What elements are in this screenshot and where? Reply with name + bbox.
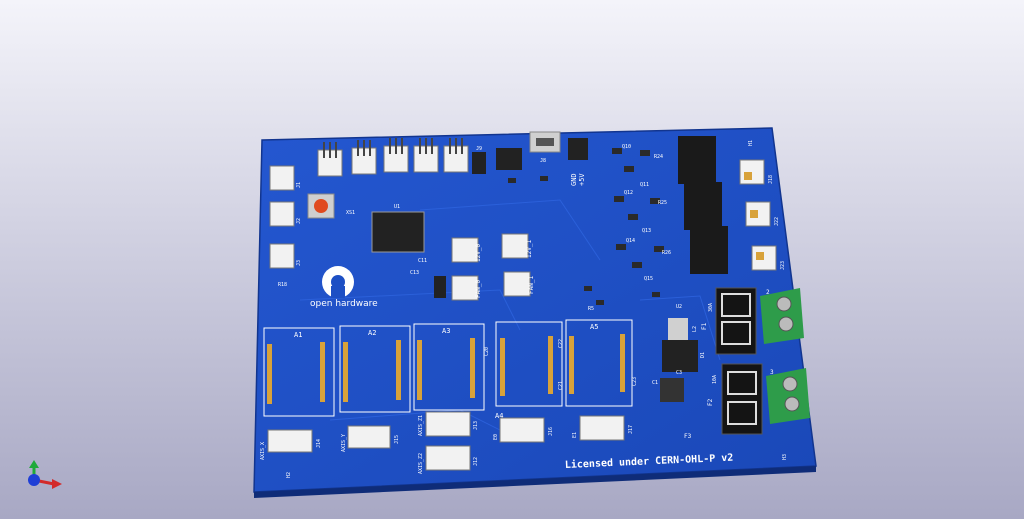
power-label-gnd: GND [570, 173, 578, 186]
misc-label-r5: R5 [588, 306, 594, 312]
fan-label-2: FAN_0 [475, 280, 482, 298]
ic-label-l2: L2 [692, 326, 698, 332]
open-hardware-logo [322, 266, 354, 298]
fuse-label-f3: F3 [684, 433, 692, 440]
fan-label-1: 12V_1 [526, 240, 533, 258]
mosfet-label-q14: Q14 [626, 238, 635, 244]
mosfet-label-q15: Q15 [644, 276, 653, 282]
voltage-regulator [660, 318, 698, 402]
misc-label-c11: C11 [418, 258, 427, 264]
misc-label-h3: H3 [782, 454, 788, 460]
axis-label-e0: E0 [493, 434, 499, 440]
connector-label-j15: J15 [394, 435, 400, 444]
terminal-label-2: 2 [766, 289, 770, 296]
smd-components [508, 148, 664, 305]
misc-label-c20: C20 [484, 347, 490, 356]
mosfet-label-q10: Q10 [622, 144, 631, 150]
connector-label-j16: J16 [548, 427, 554, 436]
driver-label-a5: A5 [590, 323, 598, 331]
misc-label-c23: C23 [632, 377, 638, 386]
axis-label-y: AXIS_Y [341, 434, 347, 452]
driver-label-a3: A3 [442, 327, 450, 335]
connector-label-j12: J12 [473, 457, 479, 466]
axis-label-e1: E1 [572, 432, 578, 438]
ic-label-c1: C1 [652, 380, 658, 386]
driver-sockets [263, 319, 633, 417]
fan-label-0: 12V_0 [475, 244, 482, 262]
misc-label-h2: H2 [286, 472, 292, 478]
misc-label-c21: C21 [558, 381, 564, 390]
logo-text: open hardware [310, 299, 378, 309]
mosfet-label-q11: Q11 [640, 182, 649, 188]
ic-label-u2: U2 [676, 304, 682, 310]
fuse-label-f2: F2 [707, 398, 714, 406]
header-label-j23: J23 [780, 261, 786, 270]
mosfets [678, 136, 777, 274]
terminal-label-3: 3 [770, 369, 774, 376]
reset-button-component [307, 193, 335, 219]
header-label-j2: J2 [296, 218, 302, 224]
misc-label-r24: R24 [654, 154, 663, 160]
misc-label-h1: H1 [748, 140, 754, 146]
left-connectors [269, 165, 295, 269]
ic-label-c3: C3 [676, 370, 682, 376]
fuse-rating-30a: 30A [708, 303, 714, 312]
fuse-label-f1: F1 [701, 322, 708, 330]
header-label-j22: J22 [774, 217, 780, 226]
header-label-j18: J18 [768, 175, 774, 184]
driver-label-a4: A4 [495, 412, 503, 420]
header-label-j9: J9 [476, 146, 482, 152]
top-connectors [317, 131, 588, 177]
driver-label-a2: A2 [368, 329, 376, 337]
connector-label-j13: J13 [473, 421, 479, 430]
mosfet-label-q12: Q12 [624, 190, 633, 196]
misc-label-xs1: XS1 [346, 210, 355, 216]
misc-label-r18: R18 [278, 282, 287, 288]
misc-label-r26: R26 [662, 250, 671, 256]
mosfet-label-q13: Q13 [642, 228, 651, 234]
misc-label-c13: C13 [410, 270, 419, 276]
driver-label-a1: A1 [294, 331, 302, 339]
fan-connectors [434, 233, 531, 301]
connector-label-j14: J14 [316, 439, 322, 448]
3d-axes-icon [28, 460, 62, 489]
connector-label-j17: J17 [628, 425, 634, 434]
power-label-5v: +5V [578, 173, 586, 186]
misc-label-c22: C22 [558, 339, 564, 348]
header-label-j3: J3 [296, 260, 302, 266]
mcu-chip [371, 211, 425, 253]
header-label-j8: J8 [540, 158, 546, 164]
axis-label-x: AXIS_X [260, 442, 266, 460]
header-label-j1: J1 [296, 182, 302, 188]
fan-label-3: FAN_1 [528, 276, 535, 294]
axis-label-z1: AXIS_Z1 [418, 415, 424, 436]
axis-connectors [267, 411, 625, 471]
blade-fuses [715, 287, 763, 435]
ic-label-u1: U1 [394, 204, 400, 210]
screw-terminals [760, 288, 810, 424]
driver-pins [267, 334, 625, 404]
misc-label-r25: R25 [658, 200, 667, 206]
fuse-rating-10a: 10A [712, 375, 718, 384]
ic-label-d1: D1 [700, 352, 706, 358]
axis-label-z2: AXIS_Z2 [418, 453, 424, 474]
